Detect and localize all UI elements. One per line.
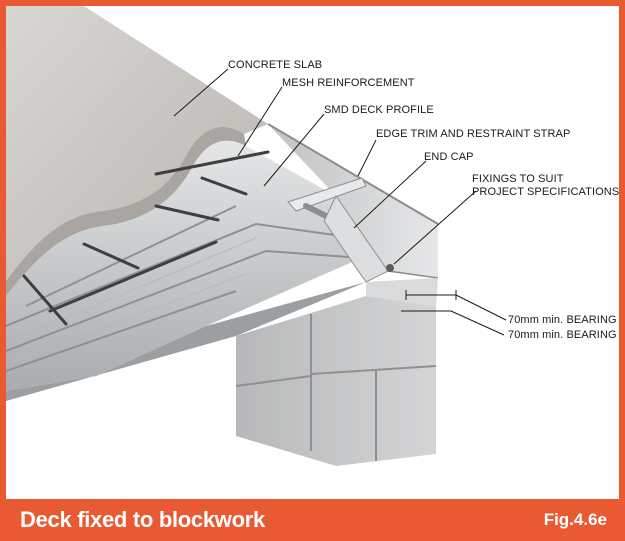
blockwork-joints [235, 314, 437, 461]
fixing [386, 264, 394, 272]
mesh-reinforcement [22, 150, 270, 326]
blockwork-top [366, 278, 438, 306]
label-bearing-1: 70mm min. BEARING [508, 314, 617, 326]
label-mesh-reinforcement: MESH REINFORCEMENT [282, 77, 415, 89]
label-end-cap: END CAP [424, 151, 474, 163]
label-concrete-slab: CONCRETE SLAB [228, 59, 323, 71]
blockwork-front [236, 296, 436, 466]
deck-profile [6, 140, 366, 391]
label-fixings-line2: PROJECT SPECIFICATIONS [472, 186, 619, 198]
caption-bar: Deck fixed to blockwork Fig.4.6e [0, 499, 625, 541]
figure-number: Fig.4.6e [543, 510, 607, 529]
label-edge-trim: EDGE TRIM AND RESTRAINT STRAP [376, 128, 571, 140]
label-smd-deck-profile: SMD DECK PROFILE [324, 104, 434, 116]
deck-soffit [6, 282, 366, 401]
leader-lines [173, 68, 507, 336]
label-fixings-line1: FIXINGS TO SUIT [472, 173, 564, 185]
deck-ribs [6, 205, 363, 372]
label-bearing-2: 70mm min. BEARING [508, 329, 617, 341]
edge-trim [268, 124, 438, 278]
diagram-canvas: CONCRETE SLAB MESH REINFORCEMENT SMD DEC… [6, 6, 619, 499]
concrete-slab [6, 6, 268, 281]
deck-embossing [15, 237, 257, 362]
deck-illustration [6, 6, 507, 466]
caption-title: Deck fixed to blockwork [20, 507, 265, 532]
restraint-strap [287, 177, 367, 212]
